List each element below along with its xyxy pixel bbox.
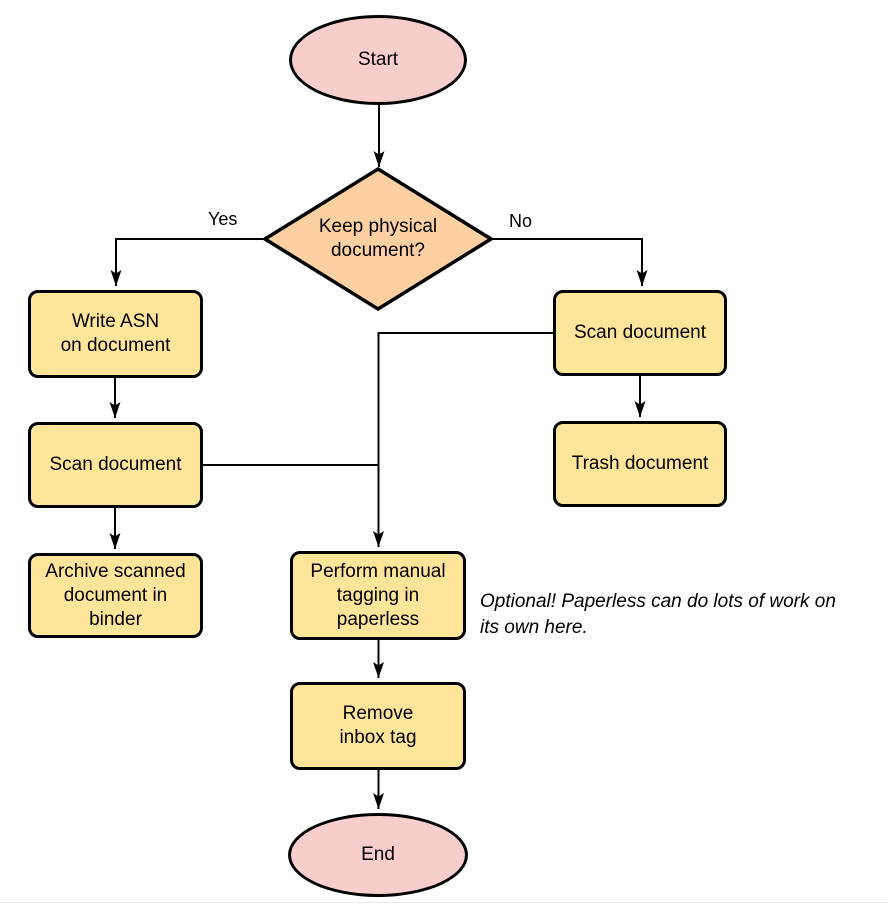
optional-note: Optional! Paperless can do lots of work … [480,591,836,638]
edge-label-yes: Yes [206,209,240,229]
node-archive: Archive scanned document in binder [28,553,203,638]
node-end: End [288,813,468,897]
node-decision: Keep physical document? [262,166,494,312]
node-scan-left-label: Scan document [49,454,182,475]
node-decision-label: Keep physical document? [318,216,438,261]
connector-decision-to-scan-right [491,238,648,286]
decision-diamond-shape [262,166,494,312]
node-write-asn-label: Write ASN on document [60,311,171,356]
node-start-label: Start [357,49,399,70]
node-scan-right: Scan document [553,290,727,376]
node-perform-tagging: Perform manual tagging in paperless [290,551,466,640]
connector-scan-right-to-perform [373,332,553,547]
node-start: Start [289,15,467,105]
connector-decision-to-write-asn [110,238,265,286]
node-perform-tagging-label: Perform manual tagging in paperless [310,560,446,630]
node-remove-inbox-tag: Remove inbox tag [290,682,466,770]
bottom-divider [0,902,888,903]
node-scan-left: Scan document [28,422,203,508]
node-trash-label: Trash document [571,453,709,474]
node-write-asn: Write ASN on document [28,290,203,378]
node-scan-right-label: Scan document [573,322,707,343]
node-end-label: End [361,844,395,865]
node-remove-inbox-tag-label: Remove inbox tag [339,703,417,748]
node-trash: Trash document [553,421,727,507]
node-archive-label: Archive scanned document in binder [45,560,186,630]
edge-label-no: No [507,211,535,231]
